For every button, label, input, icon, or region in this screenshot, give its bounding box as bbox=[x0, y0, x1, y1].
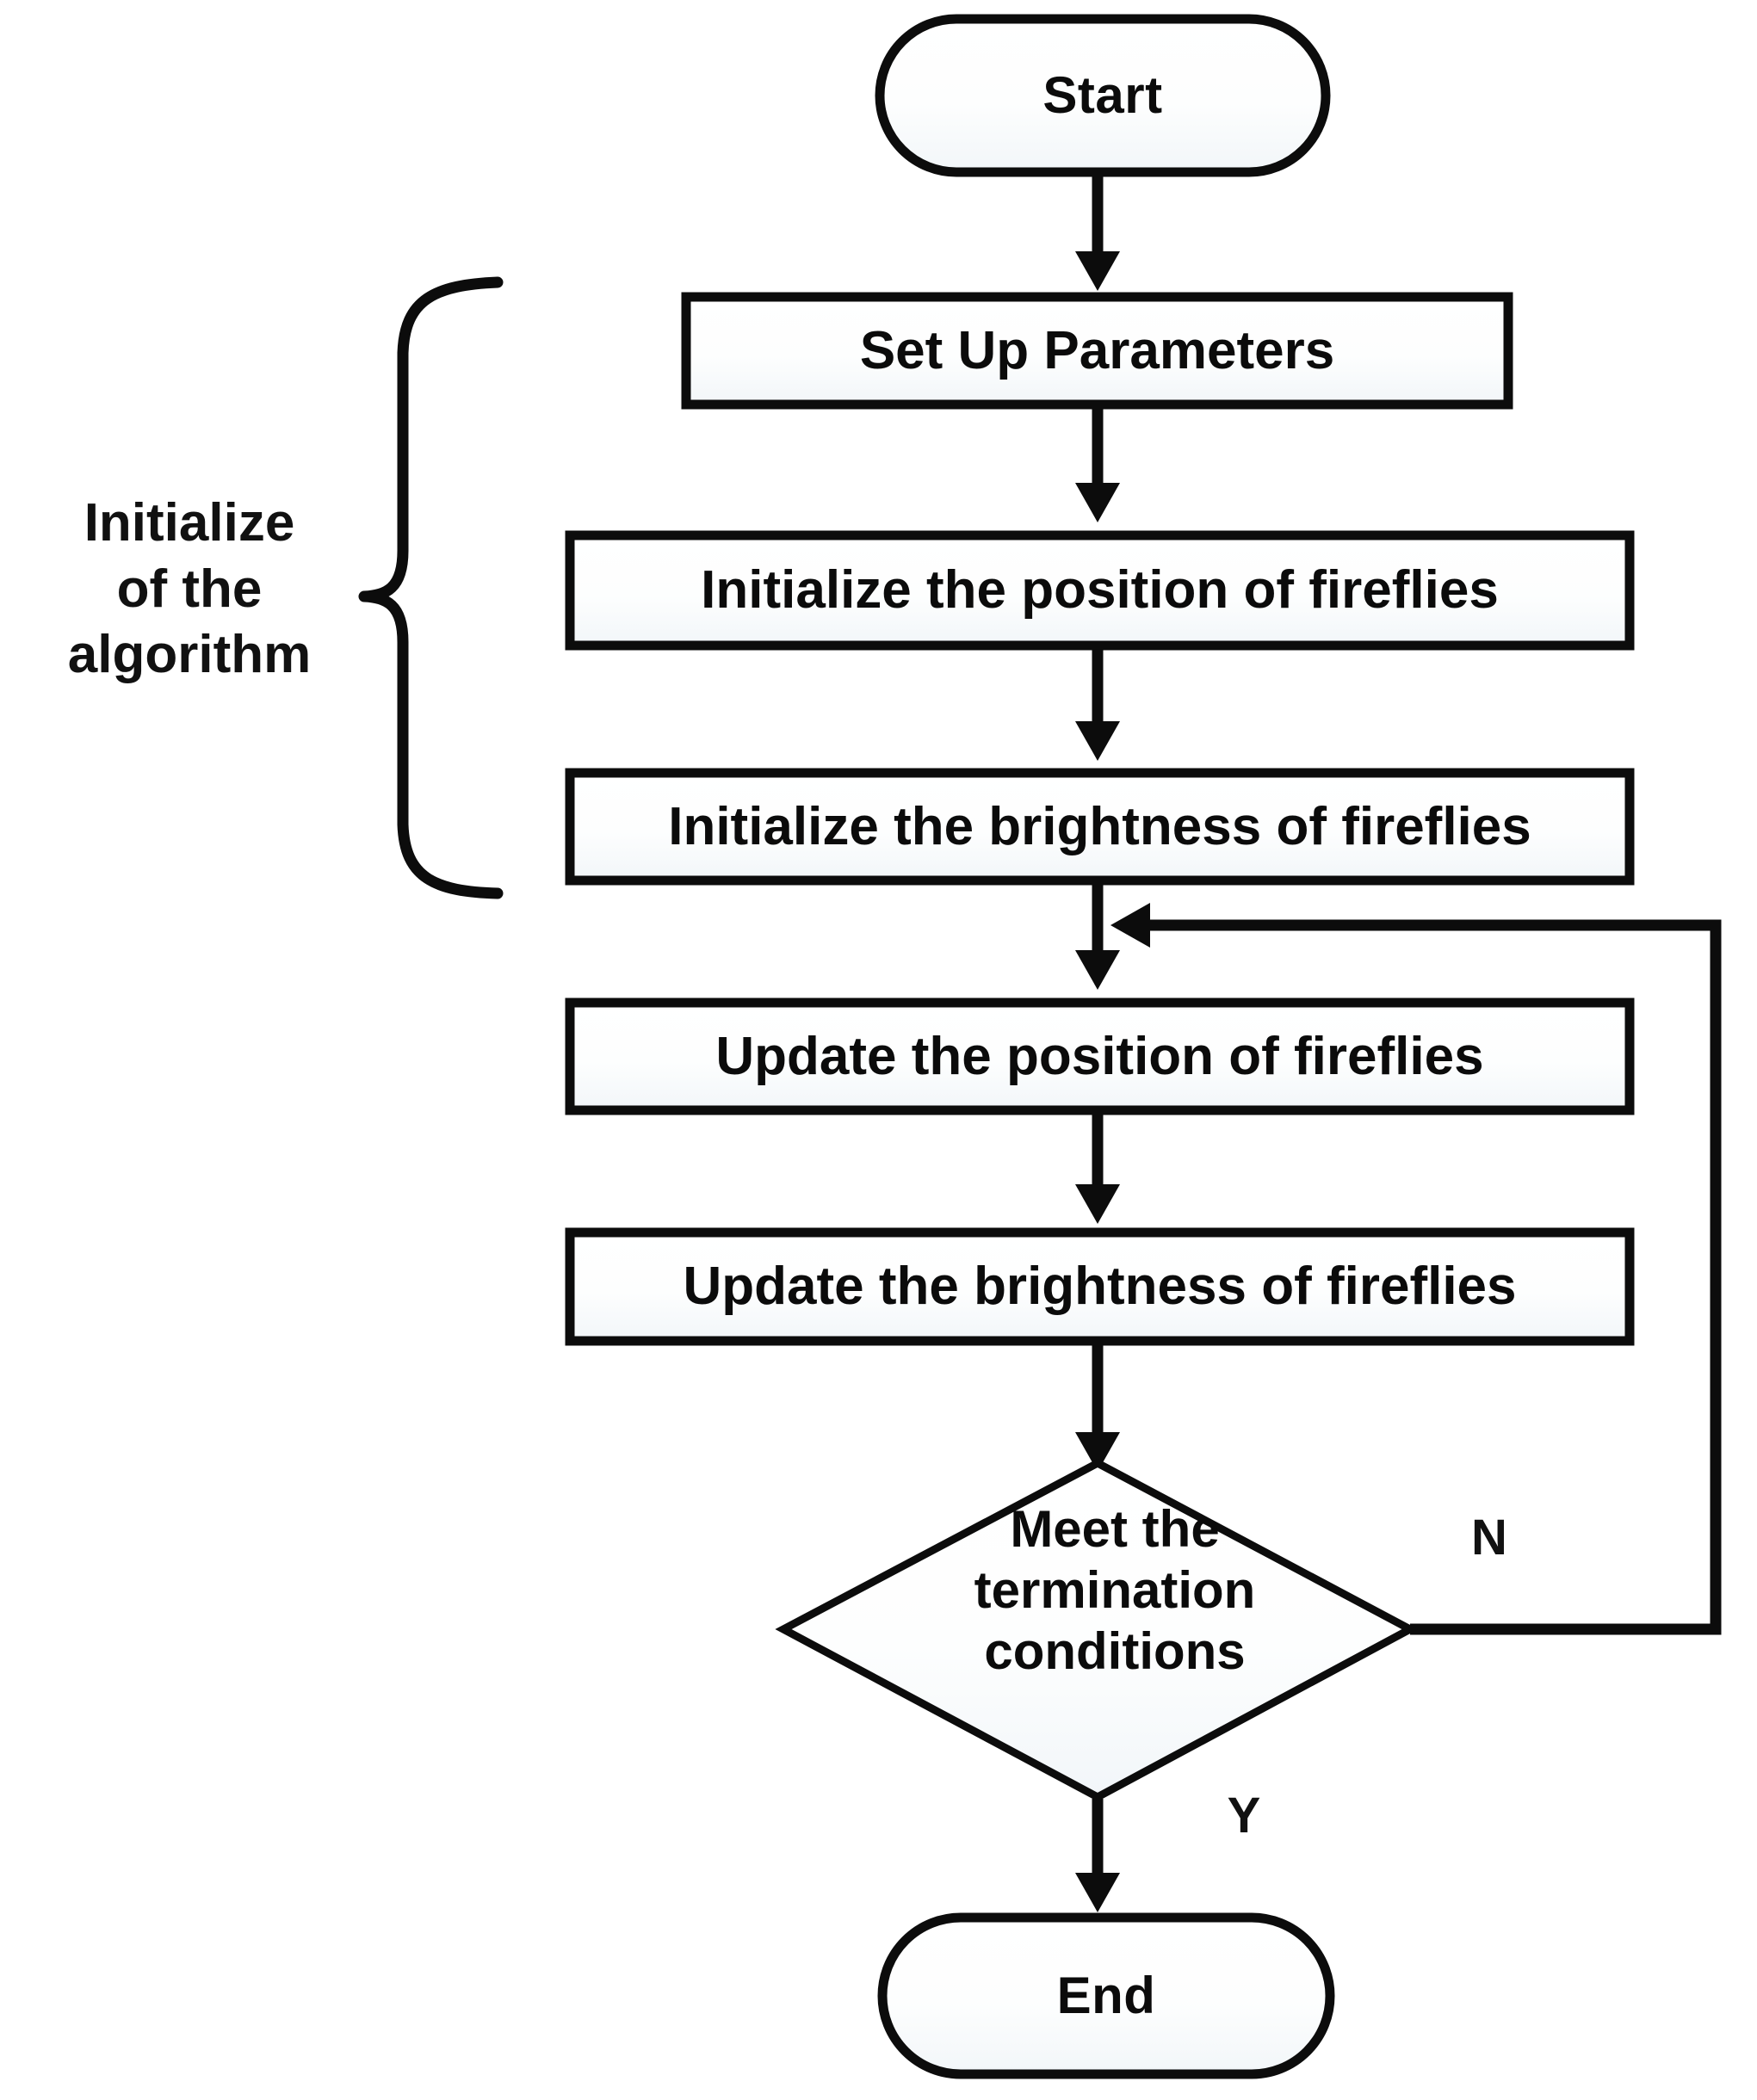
node-start[interactable] bbox=[875, 14, 1331, 177]
node-end[interactable] bbox=[877, 1912, 1335, 2079]
node-setup[interactable] bbox=[681, 292, 1513, 410]
node-init-position[interactable] bbox=[565, 530, 1635, 651]
initialize-group-brace bbox=[358, 276, 504, 899]
node-init-brightness[interactable] bbox=[565, 768, 1635, 886]
node-update-brightness[interactable] bbox=[565, 1227, 1635, 1346]
edge-decision-no-feedback bbox=[1110, 903, 1722, 1635]
connector-layer bbox=[1075, 172, 1722, 1912]
node-update-position[interactable] bbox=[565, 998, 1635, 1115]
node-termination-decision[interactable] bbox=[775, 1458, 1419, 1802]
